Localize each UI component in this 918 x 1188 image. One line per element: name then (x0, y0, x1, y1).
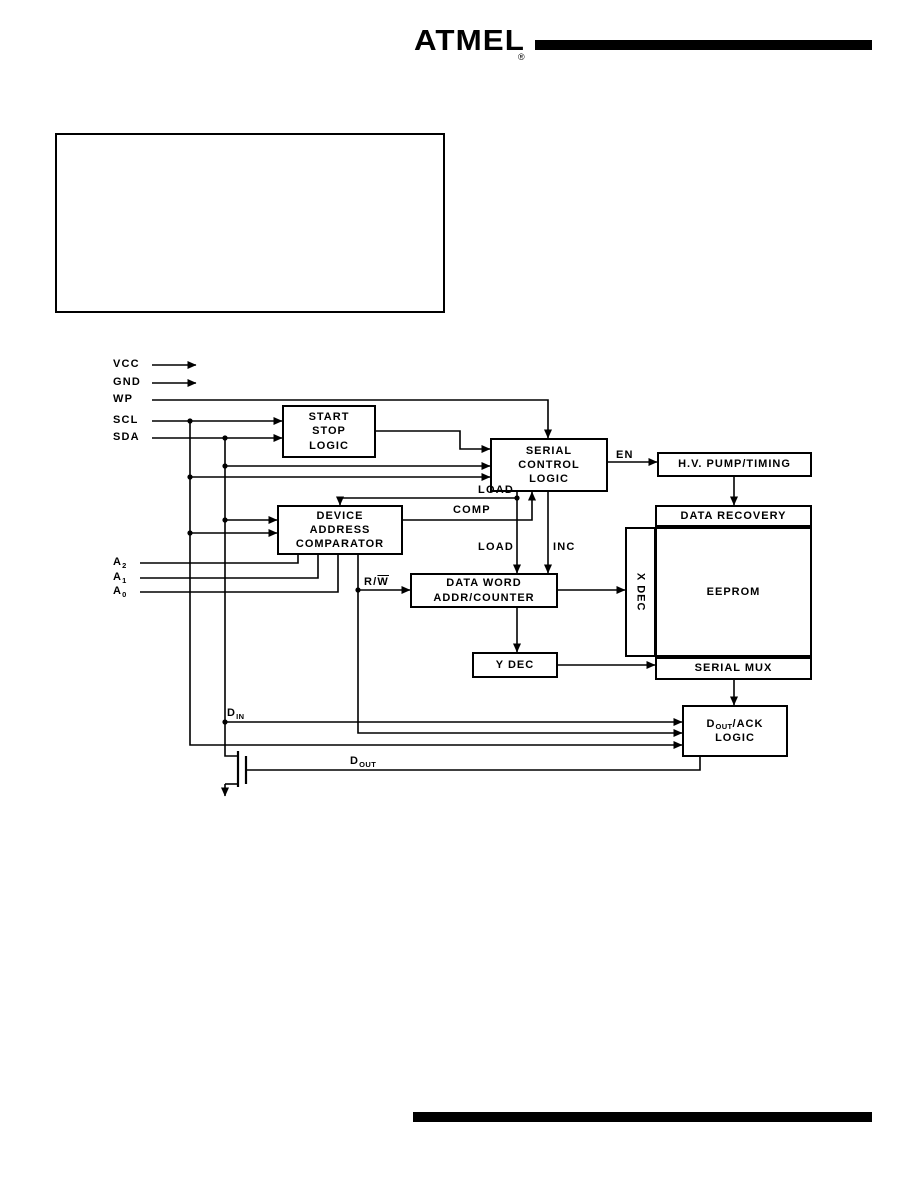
block-hv-pump-timing: H.V. PUMP/TIMING (657, 452, 812, 477)
din-base: D (227, 707, 237, 719)
block-data-word-addr-counter: DATA WORD ADDR/COUNTER (410, 573, 558, 608)
dout-ack-line2: LOGIC (715, 732, 755, 744)
signal-label-dout: DOUT (350, 755, 377, 769)
block-start-stop-logic: START STOP LOGIC (282, 405, 376, 458)
footer-rule (413, 1112, 872, 1122)
a0-sub: 0 (122, 589, 127, 599)
pin-label-sda: SDA (113, 431, 140, 443)
a1-sub: 1 (122, 575, 127, 585)
dout-ack-base: D (706, 717, 716, 730)
pin-label-scl: SCL (113, 414, 139, 426)
wires (140, 361, 738, 797)
junction-dot (187, 418, 193, 424)
junction-dot (355, 587, 361, 593)
junction-dot (222, 435, 228, 441)
pin-label-a2: A2 (113, 556, 127, 570)
block-x-dec: X DEC (625, 527, 656, 657)
wire (357, 555, 683, 737)
dout-sub: OUT (359, 759, 377, 769)
block-dout-ack-logic: DOUT/ACK LOGIC (682, 705, 788, 757)
features-box (55, 133, 445, 313)
wire (140, 555, 339, 593)
block-data-recovery: DATA RECOVERY (655, 505, 812, 527)
pin-label-a0: A0 (113, 585, 127, 599)
signal-label-comp: COMP (453, 504, 491, 516)
wire (140, 555, 299, 564)
pin-label-gnd: GND (113, 376, 142, 388)
din-sub: IN (236, 711, 245, 721)
a2-base: A (113, 556, 123, 568)
x-dec-label: X DEC (634, 572, 647, 612)
pin-label-a1: A1 (113, 571, 127, 585)
atmel-logo: ATMEL (414, 25, 525, 57)
wire (247, 757, 701, 771)
wire (152, 399, 552, 439)
rw-prefix: R/ (364, 576, 378, 588)
dout-ack-sub: OUT (715, 722, 733, 732)
junction-dots (187, 418, 520, 725)
block-eeprom: EEPROM (655, 527, 812, 657)
junction-dot (222, 463, 228, 469)
a1-base: A (113, 571, 123, 583)
signal-label-load-counter: LOAD (478, 541, 514, 553)
signal-label-en: EN (616, 449, 634, 461)
junction-dot (222, 719, 228, 725)
block-serial-mux: SERIAL MUX (655, 657, 812, 680)
dout-ack-label: DOUT/ACK LOGIC (707, 717, 764, 746)
wire (336, 496, 517, 506)
wire (376, 430, 491, 453)
block-serial-control-logic: SERIAL CONTROL LOGIC (490, 438, 608, 492)
wire (189, 421, 683, 749)
wire (224, 438, 238, 757)
junction-dot (222, 517, 228, 523)
rw-bar: W (377, 576, 389, 588)
pin-label-wp: WP (113, 393, 134, 405)
signal-label-din: DIN (227, 707, 245, 721)
block-y-dec: Y DEC (472, 652, 558, 678)
dout-ack-rest: /ACK (732, 717, 764, 730)
block-device-address-comparator: DEVICE ADDRESS COMPARATOR (277, 505, 403, 555)
signal-label-inc: INC (553, 541, 576, 553)
a0-base: A (113, 585, 123, 597)
dout-base: D (350, 755, 360, 767)
signal-label-rw: R/W (364, 576, 389, 589)
header-rule (535, 40, 872, 50)
signal-label-load-comparator: LOAD (478, 484, 514, 496)
pin-label-vcc: VCC (113, 358, 140, 370)
registered-mark: ® (518, 52, 525, 62)
a2-sub: 2 (122, 560, 127, 570)
junction-dot (187, 530, 193, 536)
wire (403, 491, 536, 521)
wire (140, 555, 319, 579)
junction-dot (187, 474, 193, 480)
junction-dot (514, 495, 520, 501)
